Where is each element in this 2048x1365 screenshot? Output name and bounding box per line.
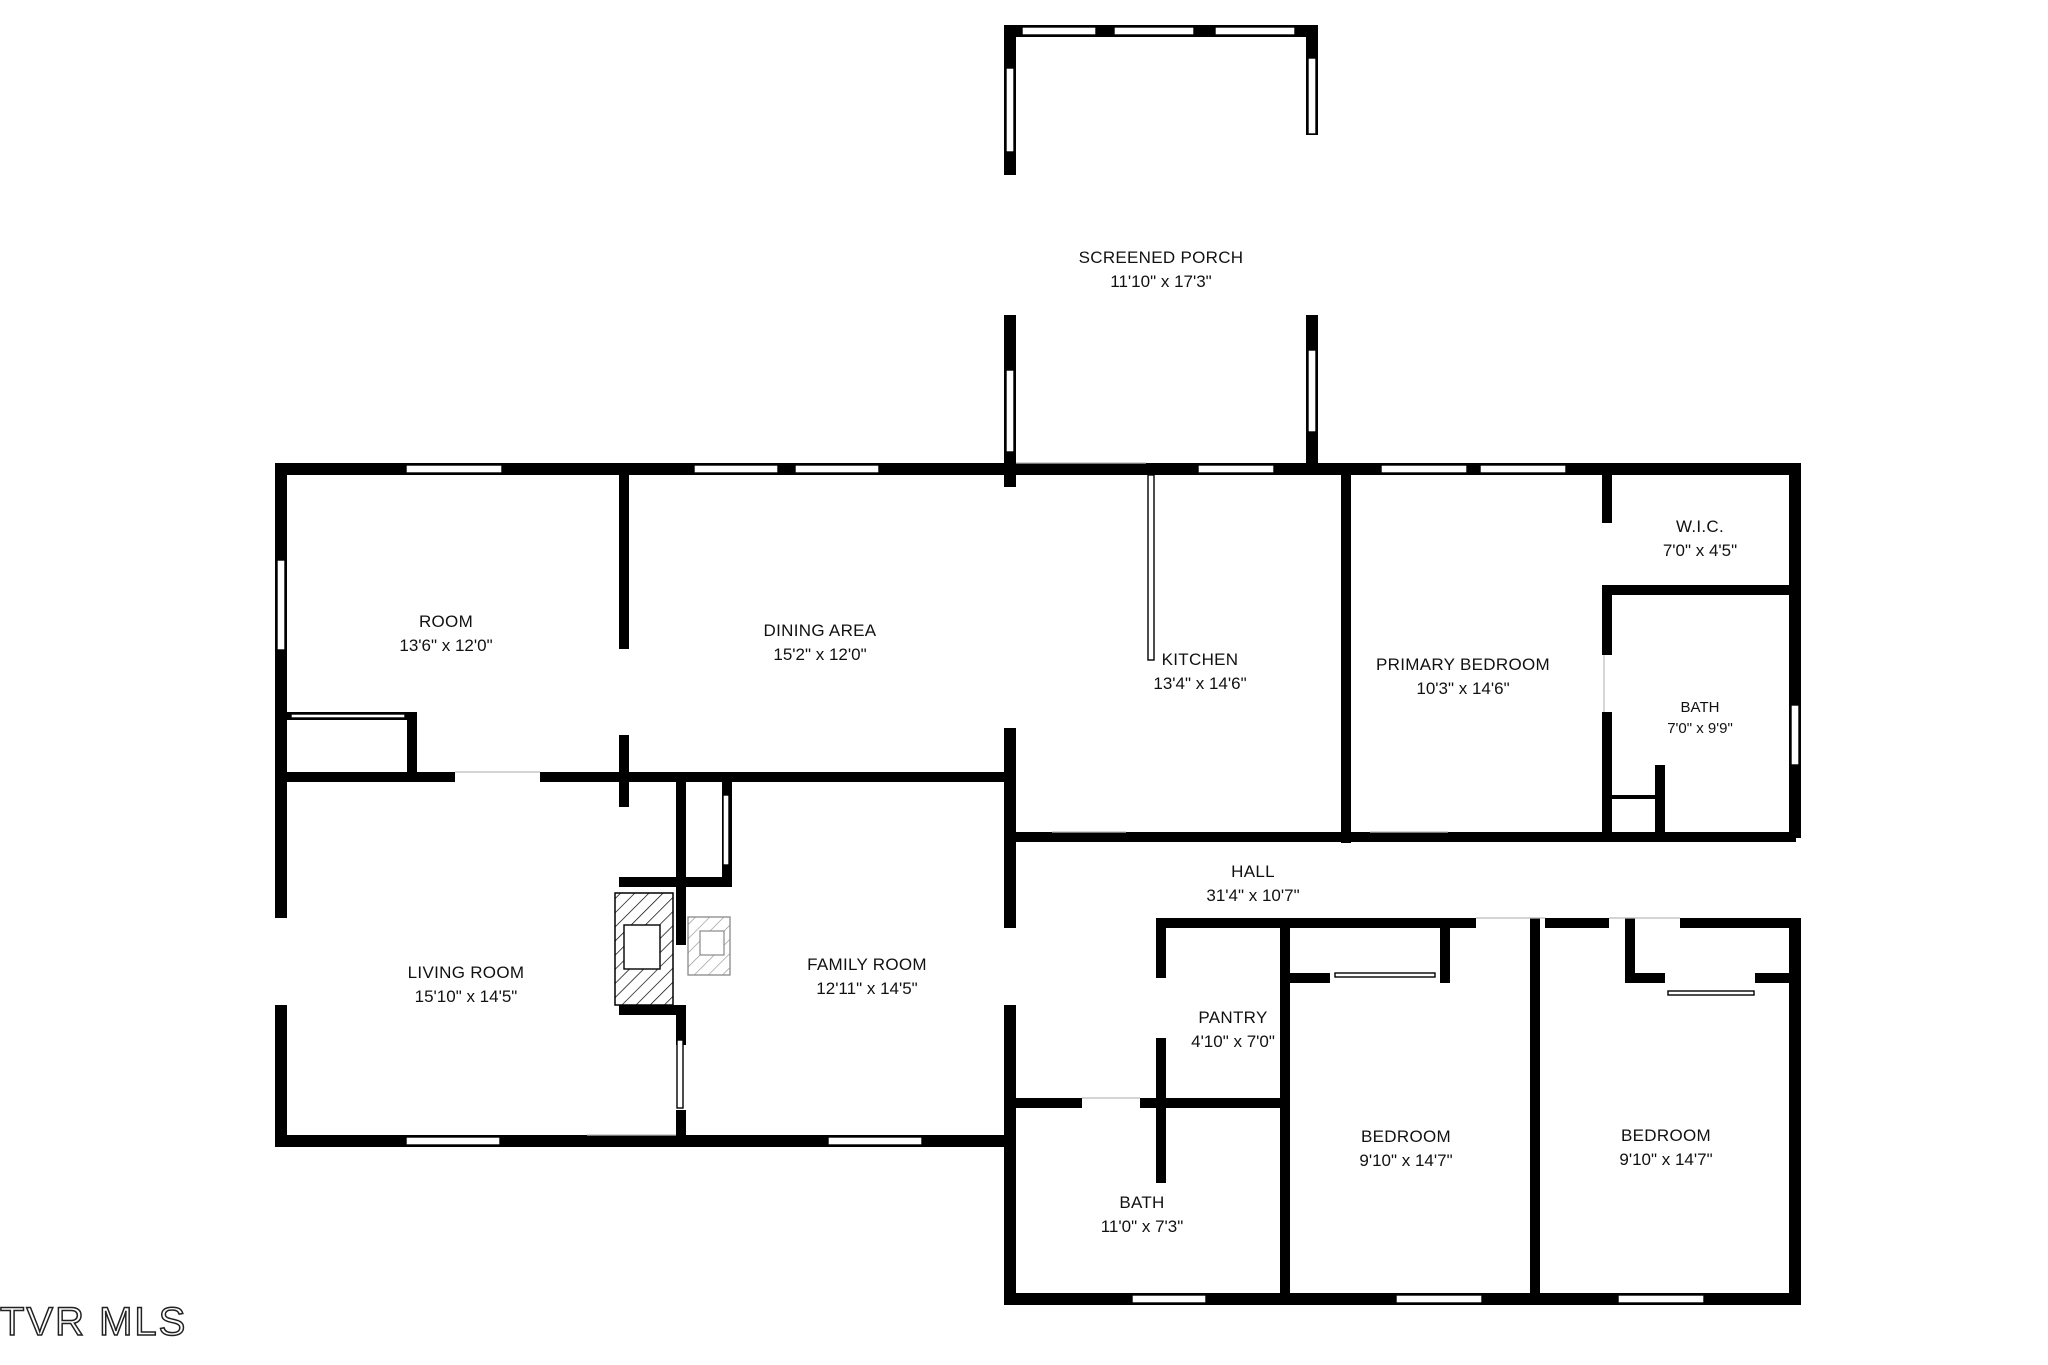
room-dimensions: 9'10" x 14'7" (1619, 1150, 1712, 1169)
room-name: W.I.C. (1676, 517, 1724, 536)
room-label-bath-hall: BATH 11'0" x 7'3" (1101, 1193, 1184, 1236)
room-dimensions: 12'11" x 14'5" (816, 979, 917, 998)
room-name: BEDROOM (1621, 1126, 1711, 1145)
room-dimensions: 13'6" x 12'0" (399, 636, 492, 655)
walls (275, 25, 1801, 1305)
windows (276, 26, 1800, 1304)
room-name: SCREENED PORCH (1079, 248, 1244, 267)
room-name: LIVING ROOM (408, 963, 525, 982)
kitchen-counter (1147, 474, 1155, 661)
room-label-pantry: PANTRY 4'10" x 7'0" (1191, 1008, 1275, 1051)
room-name: ROOM (419, 612, 473, 631)
room-name: PANTRY (1198, 1008, 1267, 1027)
room-name: PRIMARY BEDROOM (1376, 655, 1550, 674)
fireplace (614, 892, 731, 1006)
room-dimensions: 7'0" x 9'9" (1667, 720, 1733, 737)
room-label-primary-bedroom: PRIMARY BEDROOM 10'3" x 14'6" (1376, 655, 1550, 698)
room-label-kitchen: KITCHEN 13'4" x 14'6" (1153, 650, 1246, 693)
room-dimensions: 4'10" x 7'0" (1191, 1032, 1275, 1051)
room-label-room: ROOM 13'6" x 12'0" (399, 612, 492, 655)
room-dimensions: 10'3" x 14'6" (1416, 679, 1509, 698)
room-dimensions: 15'2" x 12'0" (773, 645, 866, 664)
room-label-screened-porch: SCREENED PORCH 11'10" x 17'3" (1079, 248, 1244, 291)
room-name: HALL (1231, 862, 1275, 881)
watermark: TVR MLS (0, 1300, 187, 1344)
room-dimensions: 11'10" x 17'3" (1110, 272, 1211, 291)
room-label-bedroom-2: BEDROOM 9'10" x 14'7" (1619, 1126, 1712, 1169)
room-dimensions: 15'10" x 14'5" (415, 987, 518, 1006)
room-label-hall: HALL 31'4" x 10'7" (1206, 862, 1299, 905)
room-label-bedroom-1: BEDROOM 9'10" x 14'7" (1359, 1127, 1452, 1170)
room-dimensions: 31'4" x 10'7" (1206, 886, 1299, 905)
room-label-family-room: FAMILY ROOM 12'11" x 14'5" (807, 955, 927, 998)
room-name: KITCHEN (1162, 650, 1239, 669)
room-dimensions: 11'0" x 7'3" (1101, 1217, 1184, 1236)
room-label-dining-area: DINING AREA 15'2" x 12'0" (764, 621, 877, 664)
room-label-wic: W.I.C. 7'0" x 4'5" (1663, 517, 1737, 560)
door-openings (455, 462, 1680, 1136)
room-name: BEDROOM (1361, 1127, 1451, 1146)
room-label-bath-primary: BATH 7'0" x 9'9" (1667, 699, 1733, 737)
room-dimensions: 7'0" x 4'5" (1663, 541, 1737, 560)
room-name: BATH (1119, 1193, 1164, 1212)
room-name: FAMILY ROOM (807, 955, 927, 974)
room-dimensions: 13'4" x 14'6" (1153, 674, 1246, 693)
room-label-living-room: LIVING ROOM 15'10" x 14'5" (408, 963, 525, 1006)
room-name: DINING AREA (764, 621, 877, 640)
room-name: BATH (1681, 699, 1720, 716)
room-dimensions: 9'10" x 14'7" (1359, 1151, 1452, 1170)
